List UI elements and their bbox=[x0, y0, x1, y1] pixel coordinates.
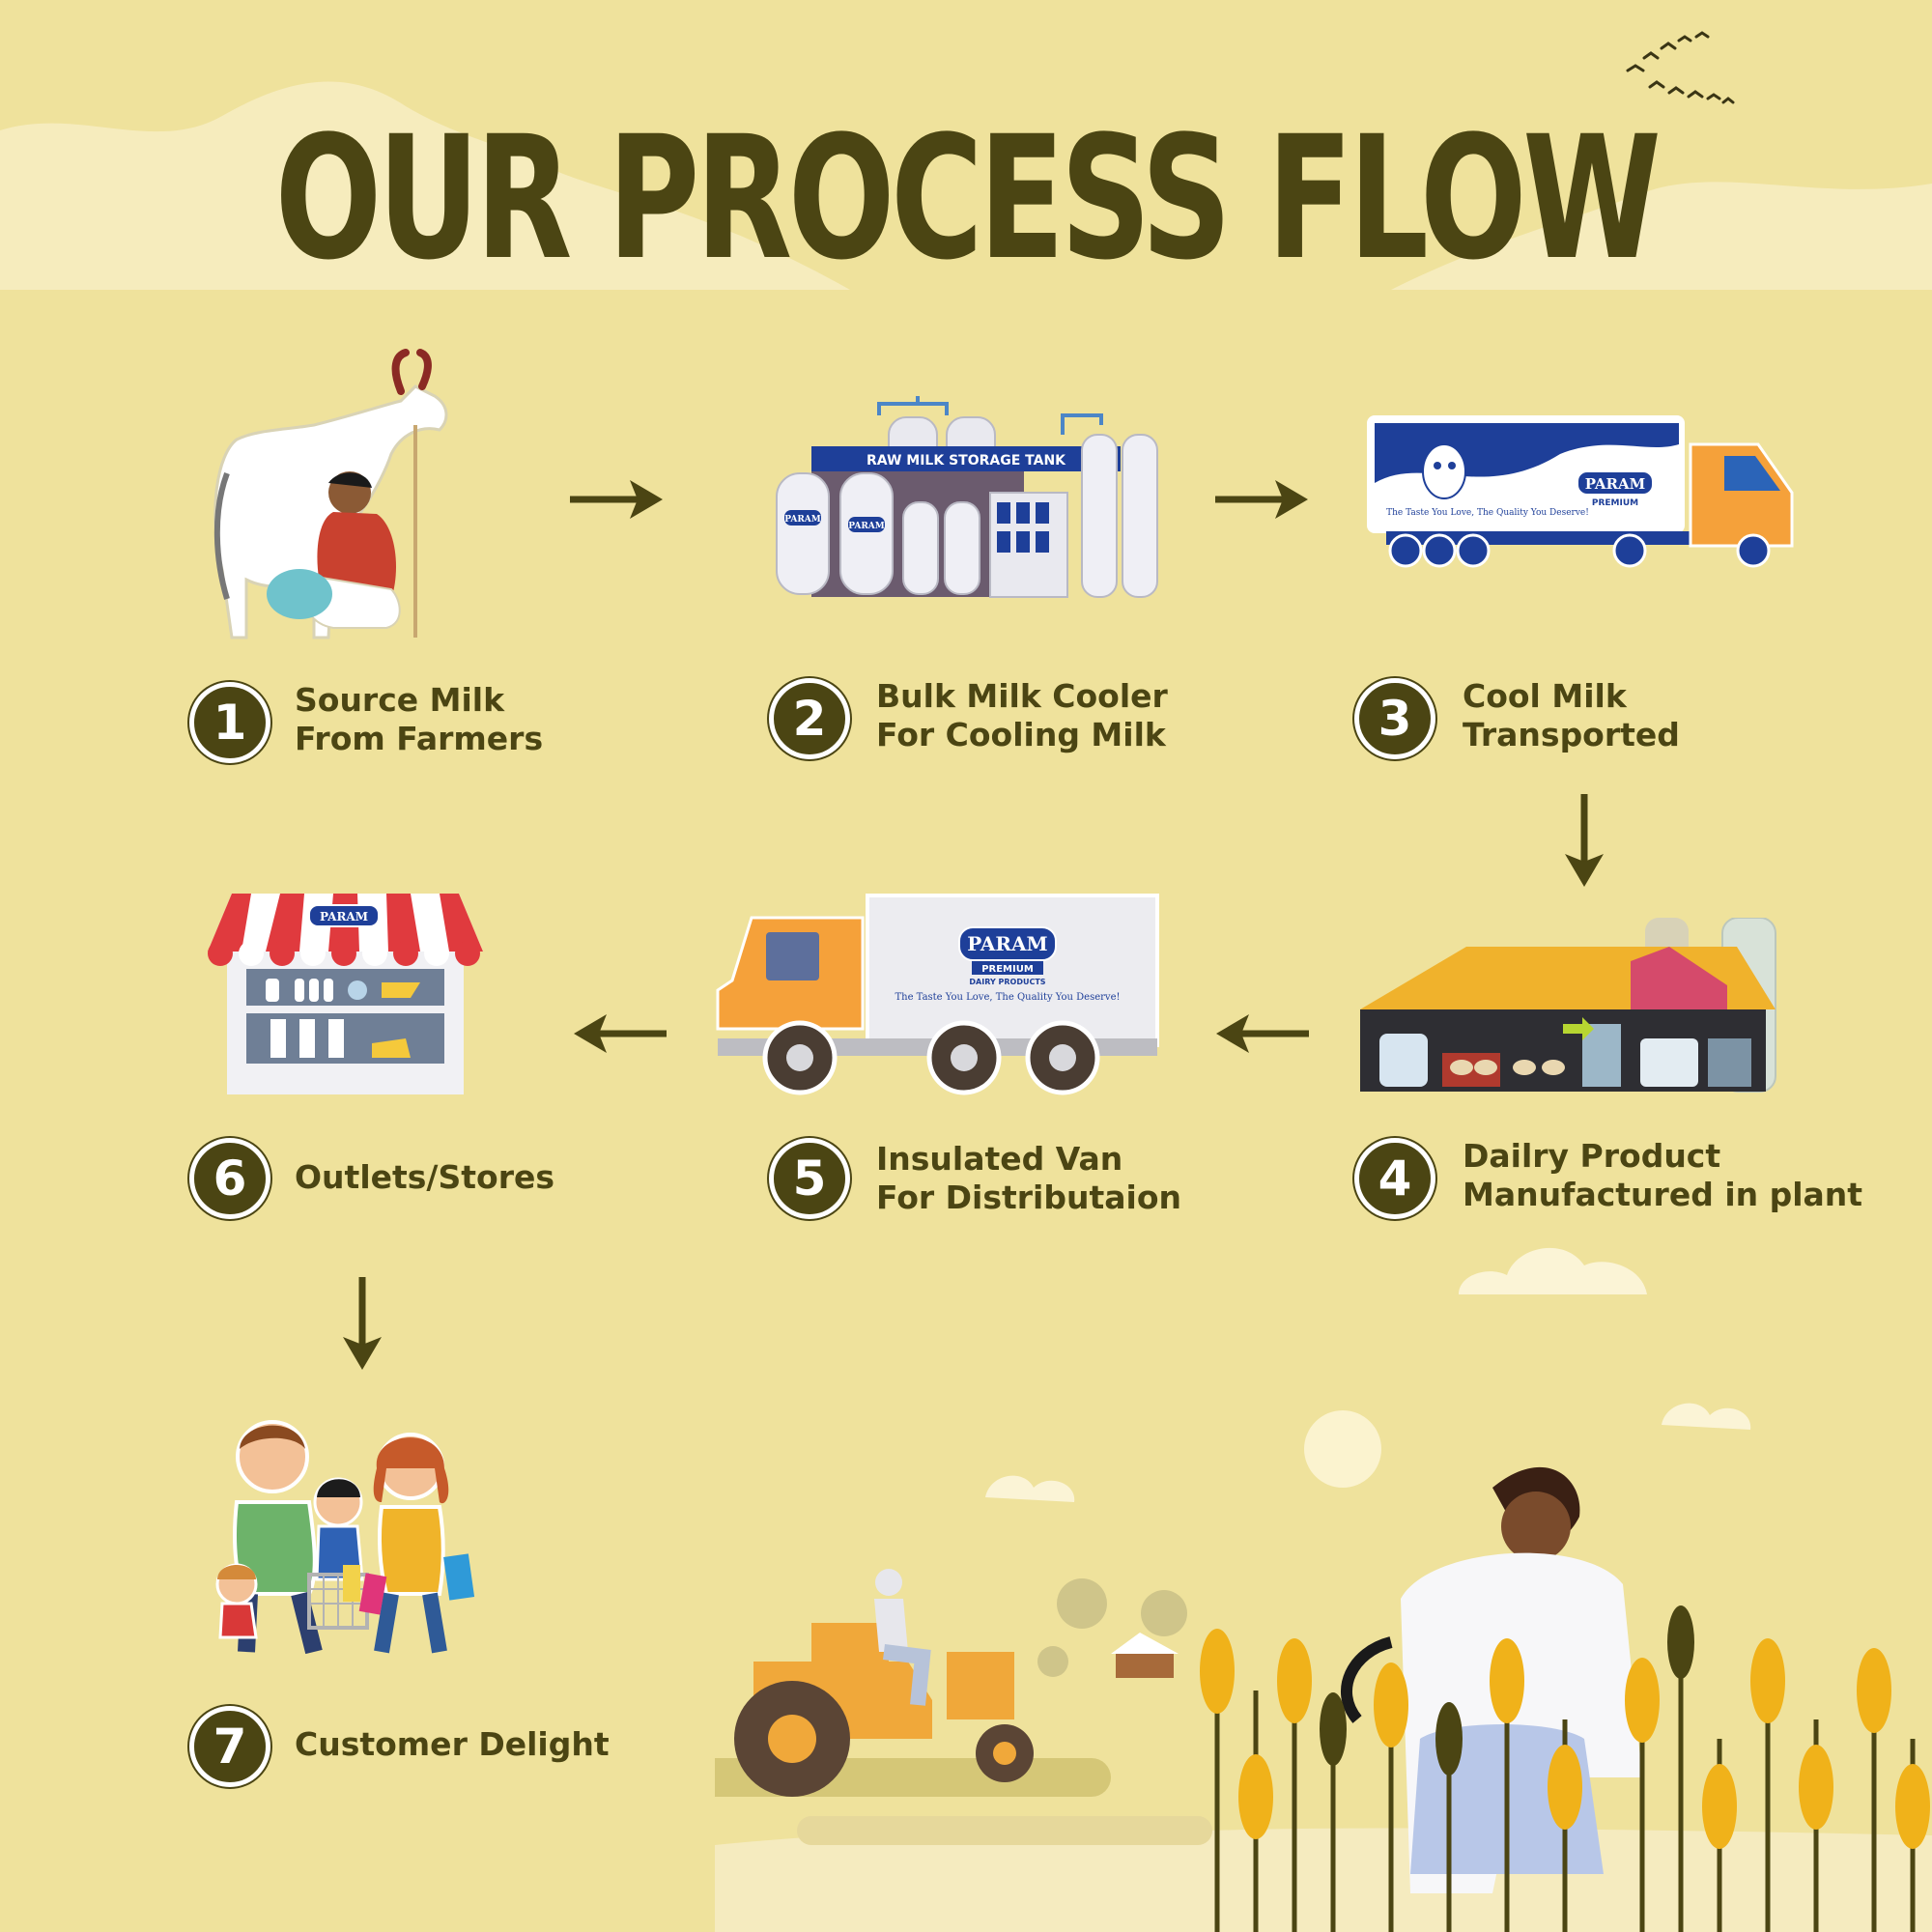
van-brand: PARAM bbox=[967, 932, 1047, 955]
step-6-badge: 6 bbox=[189, 1138, 270, 1219]
svg-text:DAIRY PRODUCTS: DAIRY PRODUCTS bbox=[969, 978, 1045, 986]
dairy-plant-illustration bbox=[1360, 918, 1795, 1096]
arrow-down-icon bbox=[1565, 794, 1604, 887]
step-7-badge: 7 bbox=[189, 1706, 270, 1787]
step-5-badge: 5 bbox=[769, 1138, 850, 1219]
arrow-left-icon bbox=[1216, 1014, 1309, 1053]
milk-tanker-truck-illustration: PARAM PREMIUM The Taste You Love, The Qu… bbox=[1367, 415, 1797, 580]
tank-sign: RAW MILK STORAGE TANK bbox=[867, 453, 1066, 469]
arrow-left-icon bbox=[574, 1014, 667, 1053]
store-brand: PARAM bbox=[320, 910, 368, 923]
arrow-right-icon bbox=[1215, 480, 1308, 519]
milk-storage-tank-illustration: RAW MILK STORAGE TANK PARAM PARAM bbox=[773, 396, 1159, 599]
step-4-badge: 4 bbox=[1354, 1138, 1435, 1219]
insulated-van-illustration: PARAM PREMIUM DAIRY PRODUCTS The Taste Y… bbox=[713, 894, 1159, 1096]
bottom-cloud bbox=[1459, 1247, 1647, 1294]
svg-text:PARAM: PARAM bbox=[848, 522, 885, 531]
birds-icon bbox=[1626, 31, 1735, 104]
truck-brand: PARAM bbox=[1585, 475, 1646, 493]
van-tagline: The Taste You Love, The Quality You Dese… bbox=[895, 992, 1120, 1003]
farmland-scene-illustration bbox=[715, 1403, 1932, 1932]
svg-text:PARAM: PARAM bbox=[784, 515, 821, 525]
page-title: OUR PROCESS FLOW bbox=[274, 99, 1662, 298]
step-7-label: Customer Delight bbox=[295, 1725, 610, 1763]
svg-text:PREMIUM: PREMIUM bbox=[1592, 498, 1638, 508]
arrow-down-icon bbox=[343, 1277, 382, 1370]
dairy-store-illustration: PARAM bbox=[203, 894, 488, 1096]
farmer-milking-cow-illustration bbox=[208, 348, 459, 657]
truck-tagline: The Taste You Love, The Quality You Dese… bbox=[1386, 508, 1589, 518]
wheat-stalks bbox=[1200, 1605, 1930, 1932]
background-clouds bbox=[0, 81, 1932, 290]
tank-brand-badge: PARAM PARAM bbox=[784, 510, 885, 532]
svg-text:PREMIUM: PREMIUM bbox=[981, 964, 1034, 975]
step-1-badge: 1 bbox=[189, 682, 270, 763]
step-6-label: Outlets/Stores bbox=[295, 1158, 554, 1196]
arrow-right-icon bbox=[570, 480, 663, 519]
step-2-badge: 2 bbox=[769, 678, 850, 759]
happy-family-illustration bbox=[203, 1410, 483, 1671]
step-3-badge: 3 bbox=[1354, 678, 1435, 759]
